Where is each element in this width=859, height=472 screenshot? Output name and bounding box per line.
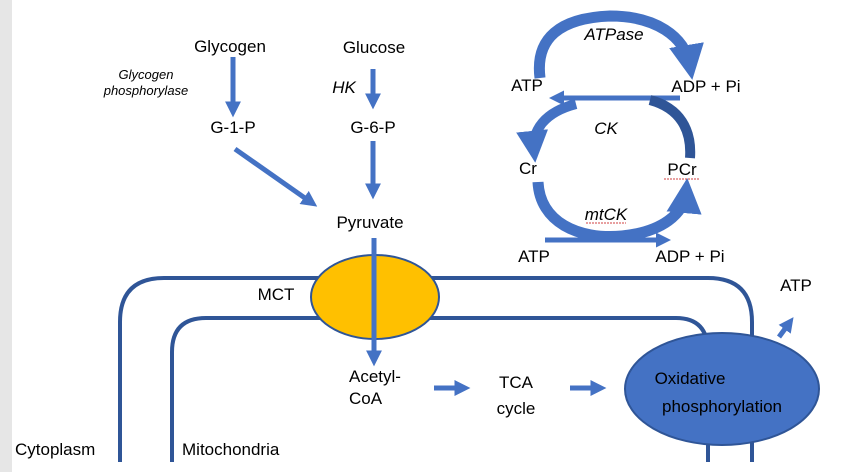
left-edge-strip xyxy=(0,0,12,472)
label-glucose: Glucose xyxy=(343,38,405,57)
label-mtck: mtCK xyxy=(585,205,628,224)
label-mct: MCT xyxy=(258,285,295,304)
label-cr: Cr xyxy=(519,159,537,178)
label-atp-top: ATP xyxy=(511,76,543,95)
arrow-atpase-arc xyxy=(533,10,704,80)
label-tca-2: cycle xyxy=(497,399,536,418)
label-glycogen-phosphorylase-1: Glycogen xyxy=(119,67,174,82)
oxidative-phosphorylation-ellipse xyxy=(624,332,820,446)
label-atpase: ATPase xyxy=(583,25,643,44)
label-glycogen-phosphorylase-2: phosphorylase xyxy=(103,83,189,98)
label-tca-1: TCA xyxy=(499,373,534,392)
label-atp-bottom: ATP xyxy=(518,247,550,266)
arrow-ck-left-arc xyxy=(516,99,578,163)
arrow-ck-right-arc xyxy=(648,95,696,159)
label-hk: HK xyxy=(332,78,356,97)
label-acetyl-coa-2: CoA xyxy=(349,389,383,408)
outer-membrane xyxy=(118,276,754,462)
label-pcr: PCr xyxy=(667,160,697,179)
label-g6p: G-6-P xyxy=(350,118,395,137)
label-acetyl-coa-1: Acetyl- xyxy=(349,367,401,386)
label-g1p: G-1-P xyxy=(210,118,255,137)
label-adp-top: ADP + Pi xyxy=(671,77,740,96)
arrow-g1p-to-pyruvate xyxy=(233,146,318,207)
label-glycogen: Glycogen xyxy=(194,37,266,56)
label-oxphos-1: Oxidative xyxy=(655,369,726,388)
label-mitochondria: Mitochondria xyxy=(182,440,280,459)
label-cytoplasm: Cytoplasm xyxy=(15,440,95,459)
label-pyruvate: Pyruvate xyxy=(336,213,403,232)
label-atp-out: ATP xyxy=(780,276,812,295)
arrow-mtck-arc xyxy=(532,177,702,243)
arrow-oxphos-to-atp xyxy=(776,317,794,339)
label-ck: CK xyxy=(594,119,618,138)
label-oxphos-2: phosphorylation xyxy=(662,397,782,416)
label-adp-bottom: ADP + Pi xyxy=(655,247,724,266)
